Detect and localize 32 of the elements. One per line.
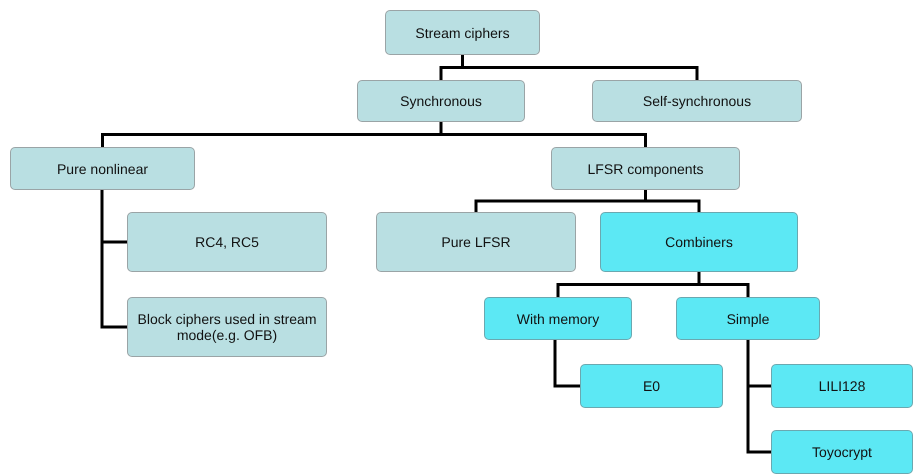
node-label: Pure nonlinear: [56, 160, 148, 176]
category-box: [385, 10, 540, 55]
category-box: [484, 297, 632, 340]
category-box: [600, 212, 798, 272]
category-box: [771, 364, 913, 408]
node-label: With memory: [516, 310, 600, 326]
node-label: LILI128: [818, 378, 866, 394]
connector-line: [554, 340, 580, 388]
category-box: [676, 297, 820, 340]
node-label: LFSR components: [588, 160, 704, 176]
node-label: Toyocrypt: [812, 444, 872, 460]
node-label: Combiners: [665, 234, 733, 250]
connector-line: [644, 190, 700, 212]
node-label: Self-synchronous: [642, 93, 752, 109]
node-label: Stream ciphers: [415, 24, 510, 40]
node-label: Simple: [726, 310, 770, 326]
node-label: E0: [642, 378, 660, 394]
category-box: [771, 430, 913, 474]
category-box: [592, 80, 802, 122]
node-label: Pure LFSR: [441, 234, 511, 250]
node-label: Block ciphers used in stream mode(e.g. OFB): [136, 311, 318, 343]
category-box: [10, 147, 195, 190]
node-label: Synchronous: [400, 93, 482, 109]
category-box: [376, 212, 576, 272]
connector-line: [698, 272, 750, 297]
category-box: [357, 80, 525, 122]
connector-line: [440, 122, 647, 147]
category-box: [580, 364, 723, 408]
category-box: [127, 212, 327, 272]
node-label: RC4, RC5: [195, 234, 259, 250]
category-box: [127, 297, 327, 357]
category-box: [551, 147, 740, 190]
